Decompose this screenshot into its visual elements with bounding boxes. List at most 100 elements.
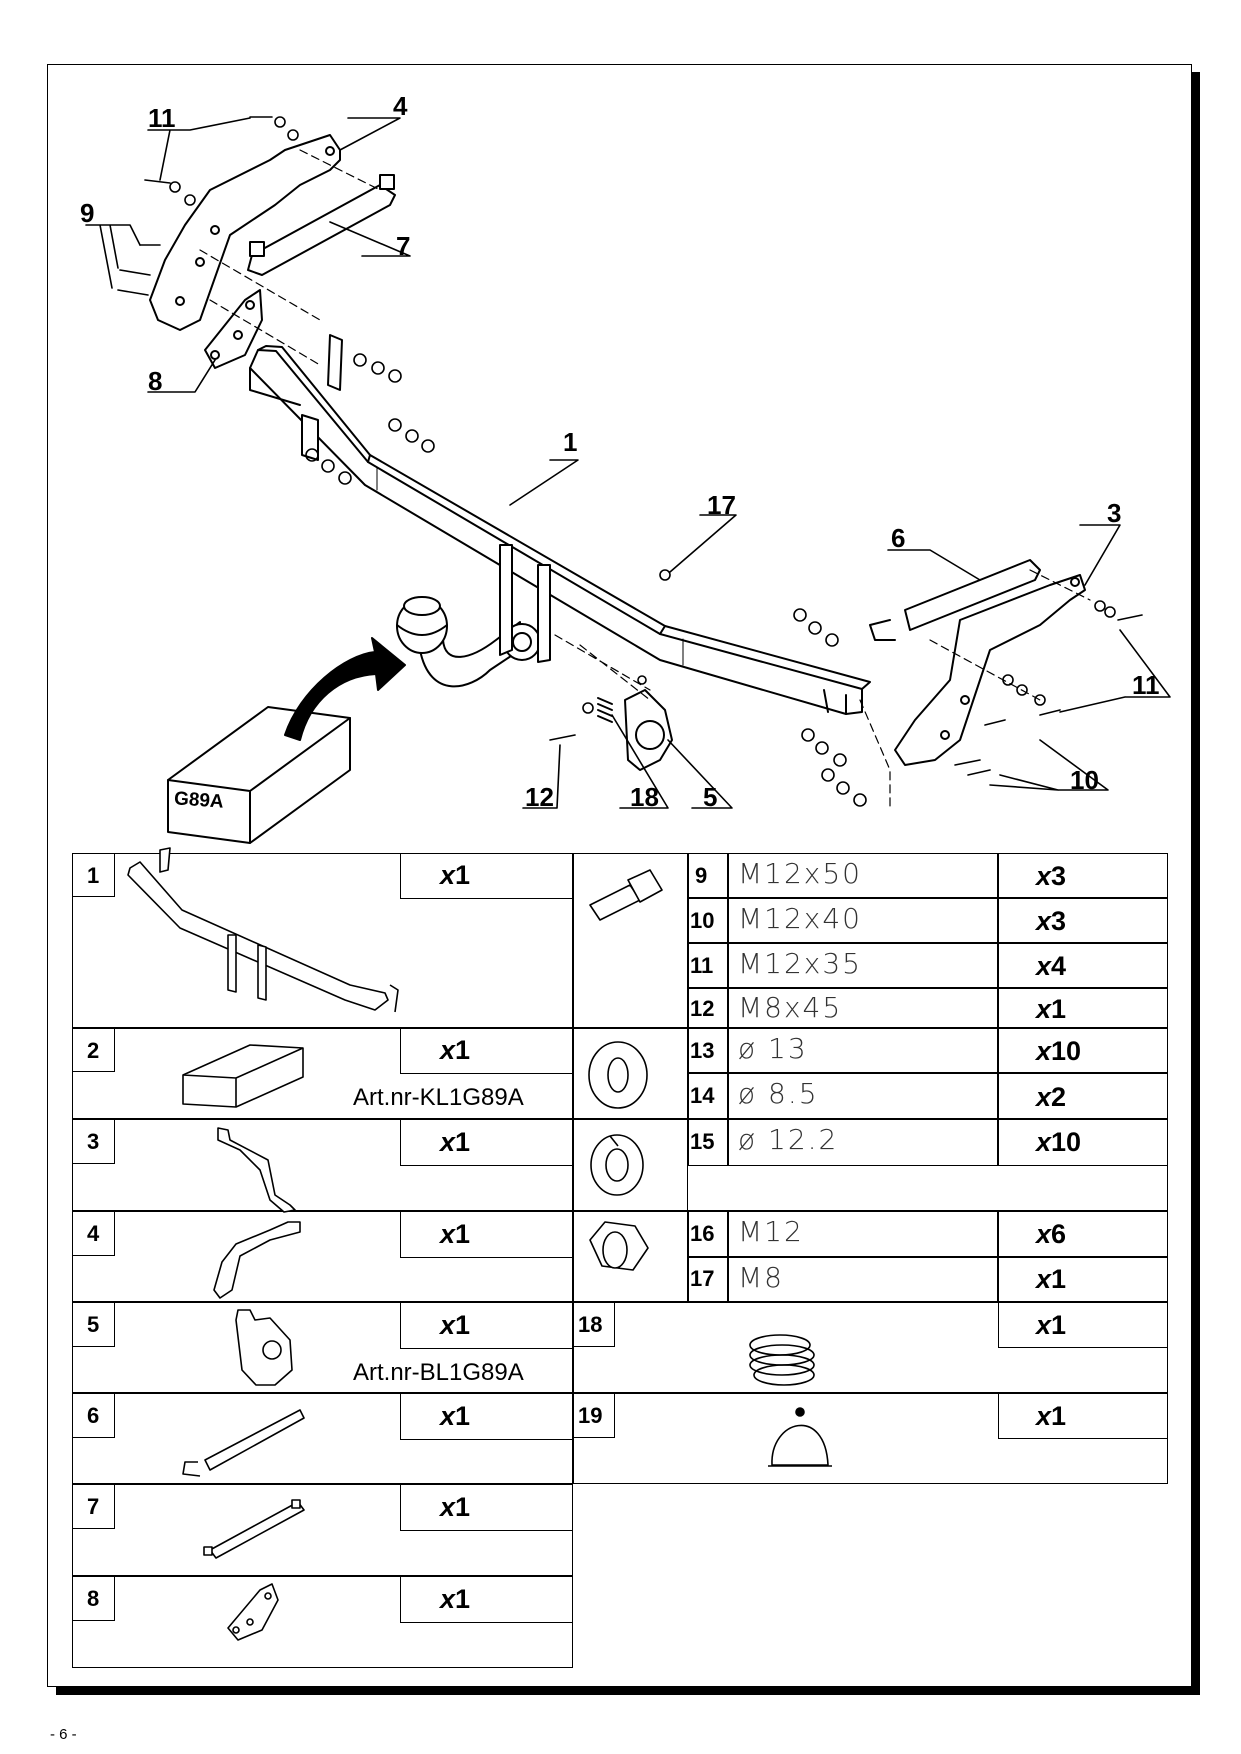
part-qty: x10 xyxy=(1036,1127,1082,1157)
part-spec: M12x35 xyxy=(738,947,862,980)
part-spec: M12x40 xyxy=(738,902,862,935)
fasteners xyxy=(117,116,1143,807)
num-box xyxy=(72,1028,115,1072)
qty-box xyxy=(400,1028,573,1074)
part-qty: x1 xyxy=(440,1492,471,1522)
part-qty: x1 xyxy=(1036,1264,1067,1294)
part-qty: x1 xyxy=(440,1310,471,1340)
num-box xyxy=(688,1073,728,1119)
num-box xyxy=(72,1302,115,1347)
thumb-socket-plate xyxy=(235,1309,293,1386)
install-arrow xyxy=(284,637,406,741)
right-bracket-3 xyxy=(894,574,1086,766)
thumb-nut xyxy=(589,1221,649,1271)
callout-17: 17 xyxy=(707,490,736,520)
left-bracket-4 xyxy=(149,134,341,331)
part-spec: M12x50 xyxy=(738,857,862,890)
part-qty: x1 xyxy=(440,1584,471,1614)
part-qty: x1 xyxy=(440,1401,471,1431)
callout-5: 5 xyxy=(703,782,718,812)
num-box xyxy=(688,943,728,988)
spec-box xyxy=(728,943,998,988)
thumb-bracket-6 xyxy=(182,1409,305,1477)
part-row-1 xyxy=(72,853,573,1028)
qty-box xyxy=(998,988,1168,1028)
part-number: 3 xyxy=(87,1129,100,1154)
num-box xyxy=(72,1119,115,1164)
qty-box xyxy=(998,1257,1168,1302)
num-box xyxy=(688,1119,728,1166)
part-number: 5 xyxy=(87,1312,100,1337)
part-qty: x1 xyxy=(440,1035,471,1065)
part-number: 2 xyxy=(87,1038,100,1063)
part-qty: x1 xyxy=(1036,994,1067,1024)
qty-box xyxy=(400,853,573,899)
thumb-washer xyxy=(588,1041,648,1109)
part-number: 4 xyxy=(87,1221,100,1246)
qty-box xyxy=(998,943,1168,988)
num-box xyxy=(72,1393,115,1438)
part-spec: ø 13 xyxy=(738,1032,808,1065)
qty-box xyxy=(998,853,1168,898)
thumb-spring xyxy=(749,1334,815,1386)
frame-shadow-right xyxy=(1191,72,1200,1694)
part-number: 8 xyxy=(87,1586,100,1611)
num-box xyxy=(72,1576,115,1621)
num-box xyxy=(688,898,728,943)
part-qty: x6 xyxy=(1036,1219,1067,1249)
part-number: 6 xyxy=(87,1403,100,1428)
part-number: 7 xyxy=(87,1494,100,1519)
thumb-bolt xyxy=(589,869,663,921)
frame-shadow-bottom xyxy=(56,1686,1200,1695)
socket-plate-5 xyxy=(624,689,673,771)
callout-3: 3 xyxy=(1107,498,1122,528)
callout-8: 8 xyxy=(148,366,163,396)
plate-8 xyxy=(204,289,263,369)
part-qty: x1 xyxy=(440,860,471,890)
thumb-bracket-7 xyxy=(203,1499,305,1559)
callout-4: 4 xyxy=(393,91,408,121)
part-number: 14 xyxy=(690,1083,715,1108)
spec-box xyxy=(728,1028,998,1073)
tow-bar-beam xyxy=(249,345,871,715)
part-number: 18 xyxy=(578,1312,603,1337)
part-spec: M12 xyxy=(738,1215,804,1248)
qty-box xyxy=(998,1119,1168,1166)
spec-box xyxy=(728,1257,998,1302)
thumb-ball-cap xyxy=(768,1407,832,1467)
callout-7: 7 xyxy=(396,231,411,261)
article-number: Art.nr-BL1G89A xyxy=(353,1359,524,1386)
thumb-bracket-4 xyxy=(213,1221,301,1299)
spring-18 xyxy=(597,697,613,723)
qty-box xyxy=(998,1073,1168,1119)
thumb-spring-washer xyxy=(590,1134,644,1196)
part-number: 11 xyxy=(690,953,714,978)
qty-box xyxy=(400,1302,573,1349)
num-box xyxy=(688,1028,728,1073)
qty-box xyxy=(400,1119,573,1166)
washer-icon-cell xyxy=(573,1028,688,1119)
part-number: 12 xyxy=(690,996,715,1021)
nut-icon-cell xyxy=(573,1211,688,1302)
bolt-icon-cell xyxy=(573,853,688,1028)
thumb-tow-bar xyxy=(127,847,399,1013)
part-qty: x4 xyxy=(1036,951,1067,981)
part-number: 19 xyxy=(578,1403,603,1428)
callout-1: 1 xyxy=(563,427,578,457)
spec-box xyxy=(728,1119,998,1166)
qty-box xyxy=(400,1393,573,1440)
num-box xyxy=(573,1302,615,1347)
qty-box xyxy=(998,1028,1168,1073)
bracket-7 xyxy=(247,174,396,276)
num-box xyxy=(72,1211,115,1256)
spec-box xyxy=(728,853,998,898)
spec-box xyxy=(728,1073,998,1119)
part-number: 15 xyxy=(690,1129,715,1154)
part-number: 16 xyxy=(690,1221,715,1246)
num-box xyxy=(688,1211,728,1257)
spec-box xyxy=(728,898,998,943)
part-spec: M8 xyxy=(738,1261,784,1294)
thumb-package-box xyxy=(182,1044,304,1108)
